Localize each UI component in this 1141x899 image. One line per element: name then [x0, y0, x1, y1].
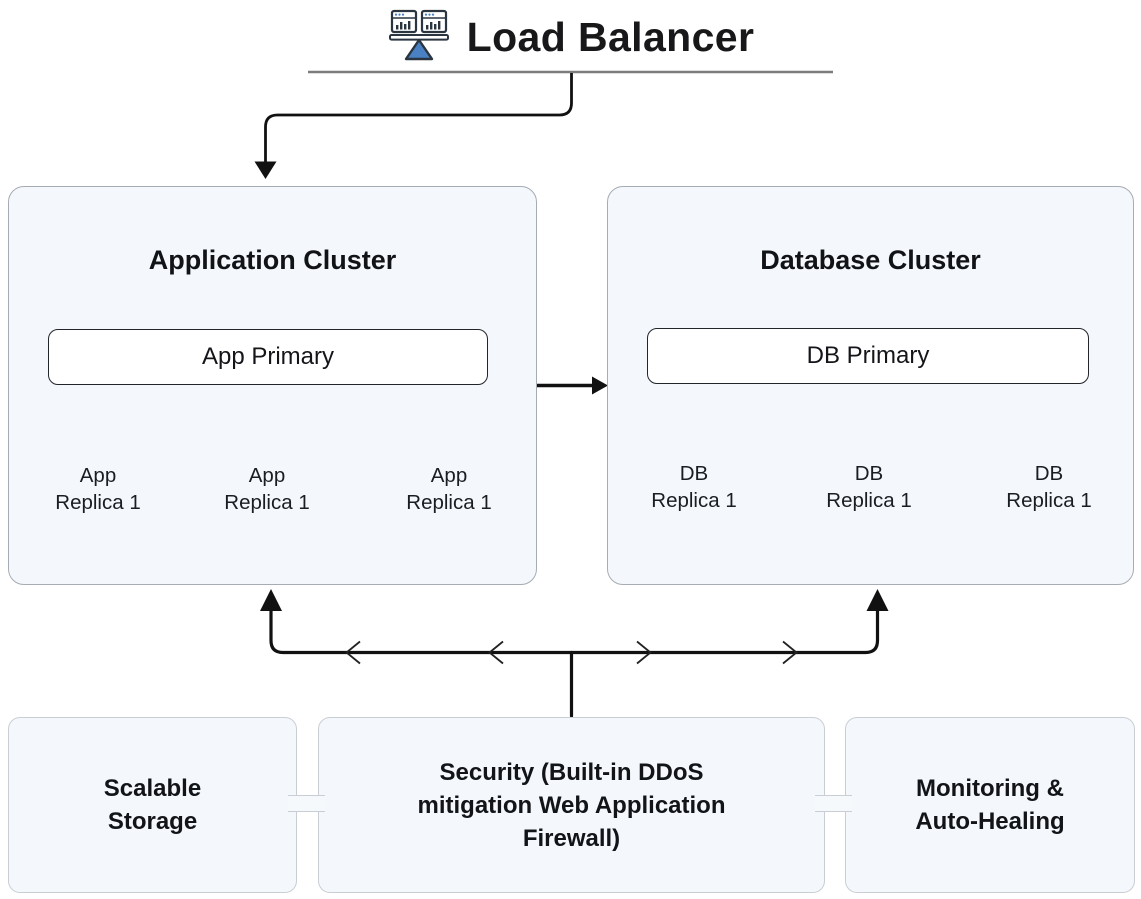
app-replica-1: App Replica 1	[55, 464, 141, 514]
load-balancer-icon	[388, 9, 449, 61]
app-to-db-arrowhead	[592, 376, 608, 395]
icon-balance-fulcrum	[404, 38, 433, 61]
db-replica-2: DB Replica 1	[826, 462, 912, 512]
monitoring-label: Monitoring & Auto-Healing	[915, 775, 1065, 835]
database-cluster-panel: Database Cluster DB Primary	[607, 186, 1134, 585]
flow-direction-chevrons	[345, 640, 798, 665]
page-title: Load Balancer	[466, 13, 755, 60]
app-replica-3: App Replica 1	[406, 464, 492, 514]
db-primary-node: DB Primary	[647, 328, 1089, 384]
scalable-storage-label: Scalable Storage	[103, 775, 202, 835]
security-label: Security (Built-in DDoS mitigation Web A…	[417, 758, 726, 852]
lb-to-app-arrowhead	[254, 161, 277, 179]
database-cluster-title: Database Cluster	[760, 245, 981, 275]
application-cluster-panel: Application Cluster App Primary	[8, 186, 537, 585]
service-box-scalable-storage: Scalable Storage	[8, 717, 297, 893]
service-box-joint-left	[288, 795, 325, 812]
application-cluster-title: Application Cluster	[148, 245, 397, 275]
services-to-clusters-connector	[269, 609, 880, 718]
app-primary-node: App Primary	[48, 329, 488, 385]
lb-to-app-connector-line	[264, 73, 573, 162]
services-to-app-arrowhead	[260, 589, 282, 611]
app-replica-2: App Replica 1	[224, 464, 310, 514]
icon-window-dots	[394, 13, 434, 16]
diagram-header: Load Balancer	[0, 4, 1141, 68]
service-box-monitoring: Monitoring & Auto-Healing	[845, 717, 1135, 893]
services-to-db-arrowhead	[866, 589, 889, 611]
service-box-joint-right	[815, 795, 852, 812]
service-box-security: Security (Built-in DDoS mitigation Web A…	[318, 717, 825, 893]
db-replica-3: DB Replica 1	[1006, 462, 1092, 512]
icon-bar-chart	[395, 21, 441, 30]
db-replica-1: DB Replica 1	[651, 462, 737, 512]
